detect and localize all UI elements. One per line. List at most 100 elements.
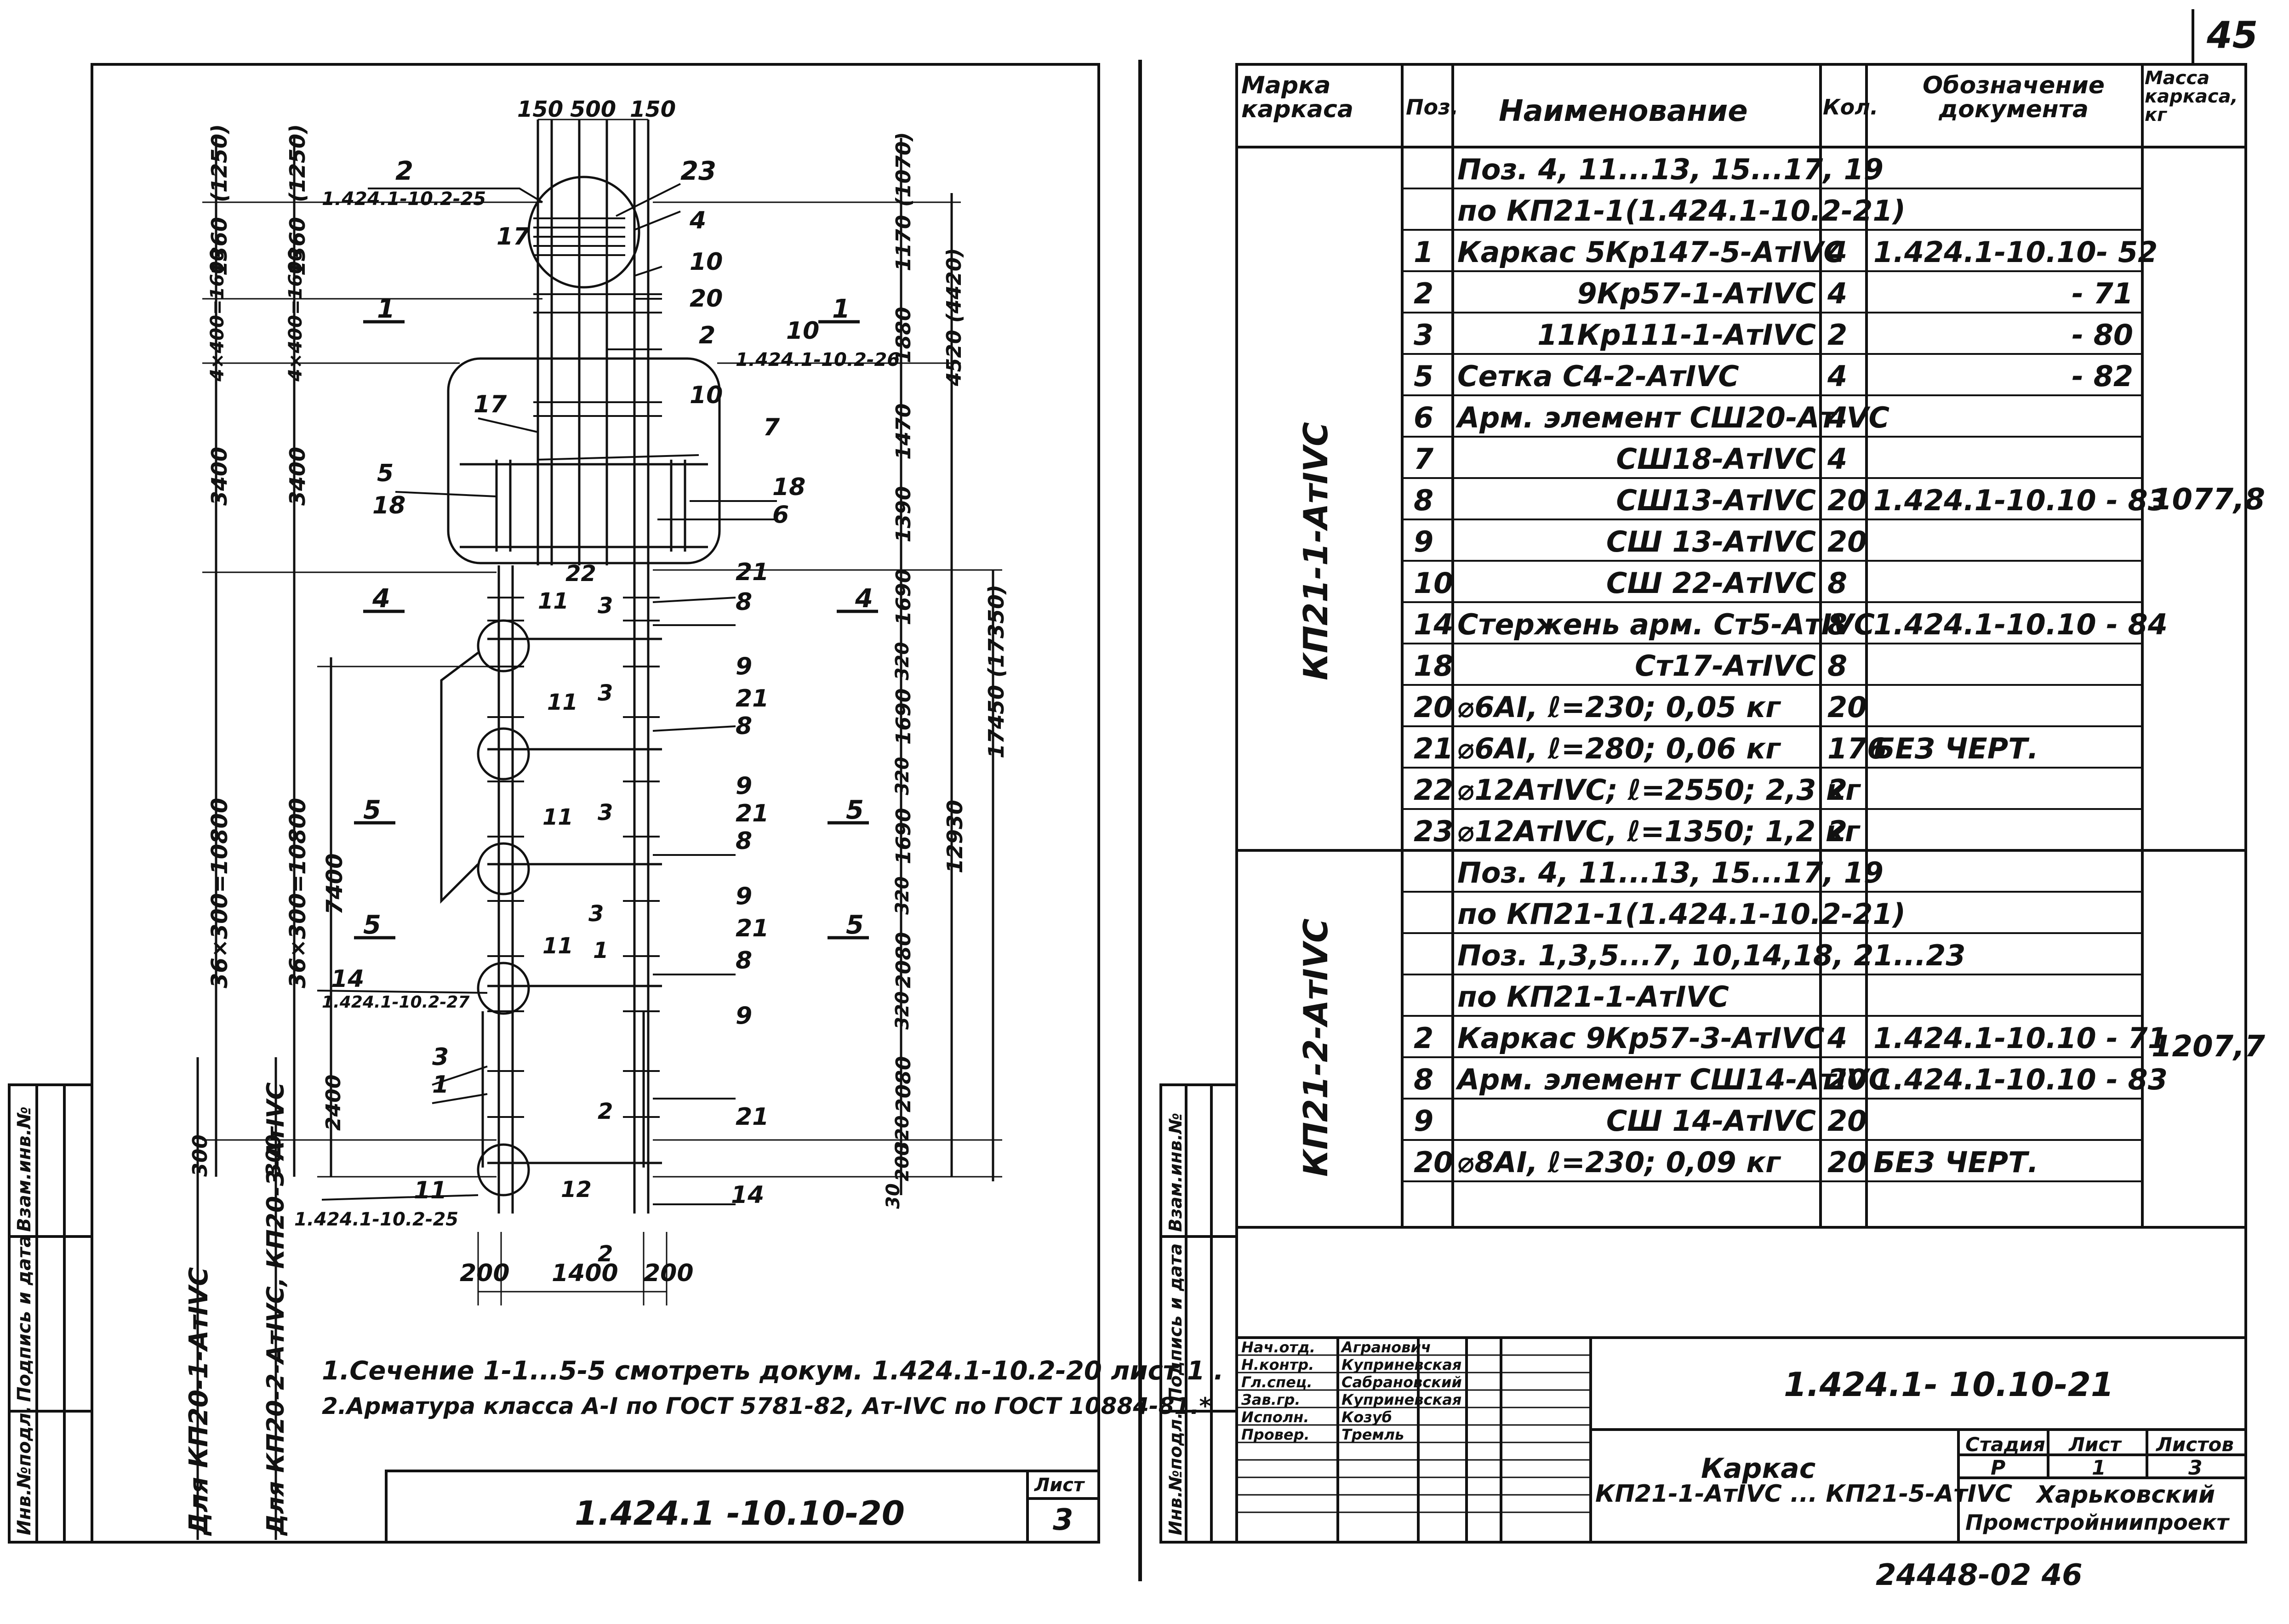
- spec-pos: 21: [1414, 732, 1454, 765]
- callout-3-d: 3: [588, 901, 604, 927]
- callout-2-bottom: 2: [598, 1241, 613, 1267]
- sheet-label: Лист: [2069, 1433, 2121, 1456]
- spec-name: Арм. элемент СШ14-АтIVС: [1457, 1063, 1890, 1096]
- callout-6: 6: [772, 501, 789, 529]
- dim-right-8: 320: [892, 642, 913, 681]
- dim-right-7: 1690: [892, 569, 915, 625]
- dim-left-inner-3: 4×400=1600: [285, 248, 306, 382]
- margin-stamp-replace-left: Взам.инв.№: [14, 1106, 35, 1232]
- callout-21-b: 21: [736, 685, 769, 712]
- callout-4-top: 4: [690, 207, 707, 234]
- note-1: 1.Сечение 1-1...5-5 смотреть докум. 1.42…: [322, 1356, 1224, 1386]
- spec-name: СШ 14-АтIVС: [1606, 1104, 1816, 1138]
- dim-bottom-1: 200: [460, 1259, 510, 1287]
- margin-stamp-sign-left: Подпись и дата: [14, 1235, 35, 1402]
- spec-doc: БЕЗ ЧЕРТ.: [1873, 732, 2038, 765]
- callout-3-c: 3: [598, 800, 613, 826]
- spec-pos: 9: [1414, 525, 1434, 558]
- dim-right-9: 1690: [892, 688, 915, 745]
- spec-name: Поз. 1,3,5...7, 10,14,18, 21...23: [1457, 939, 1966, 972]
- left-sheet-label: Лист: [1034, 1475, 1085, 1496]
- spec-name: 11Кр111-1-АтIVС: [1537, 318, 1816, 352]
- callout-23: 23: [680, 156, 716, 186]
- dim-bottom-2: 1400: [552, 1259, 618, 1287]
- spec-name: Сетка С4-2-АтIVС: [1457, 359, 1739, 393]
- dim-right-10: 320: [892, 757, 913, 796]
- spec-name: по КП21-1(1.424.1-10.2-21): [1457, 897, 1906, 931]
- spec-doc: 1.424.1-10.10- 52: [1873, 235, 2158, 269]
- callout-3-a: 3: [598, 593, 613, 619]
- spec-name: Стержень арм. Ст5-АтIVС: [1457, 608, 1875, 641]
- sheet-value: 1: [2092, 1456, 2106, 1480]
- spec-name: Ст17-АтIVС: [1635, 649, 1816, 683]
- spec-pos: 8: [1414, 1063, 1434, 1096]
- dim-left-outer-4: 3400: [207, 446, 232, 506]
- sheets-label: Листов: [2156, 1433, 2234, 1456]
- spec-name: ⌀12АтIVС; ℓ=2550; 2,3 кг: [1457, 773, 1861, 807]
- spec-qty: 4: [1827, 442, 1848, 476]
- callout-8-b: 8: [736, 712, 753, 740]
- callout-1-a: 1: [593, 938, 609, 963]
- spec-name: СШ 22-АтIVС: [1606, 566, 1816, 600]
- spec-name: СШ 13-АтIVС: [1606, 525, 1816, 558]
- callout-8-a: 8: [736, 588, 753, 616]
- person-role: Гл.спец.: [1241, 1373, 1313, 1391]
- person-name: Куприневская: [1341, 1391, 1462, 1408]
- callout-3-b: 3: [598, 680, 613, 706]
- org-line-2: Промстройниипроект: [1965, 1510, 2229, 1535]
- spec-qty: 176: [1827, 732, 1887, 765]
- callout-9-c: 9: [736, 883, 753, 910]
- callout-22: 22: [565, 561, 596, 587]
- callout-17-top: 17: [497, 223, 530, 251]
- header-doc: Обозначение документа: [1922, 72, 2105, 123]
- dim-right-15: 2080: [892, 1056, 915, 1112]
- callout-10-top: 10: [690, 248, 723, 276]
- callout-9-b: 9: [736, 772, 753, 800]
- margin-stamp-inv-right: Инв.№подл.: [1165, 1412, 1186, 1535]
- person-name: Агранович: [1341, 1339, 1431, 1356]
- margin-stamp-replace-right: Взам.инв.№: [1165, 1112, 1186, 1232]
- person-role: Н.контр.: [1241, 1356, 1314, 1373]
- callout-21-e: 21: [736, 1103, 769, 1131]
- group-mark-kp21-2: КП21-2-АтIVС: [1296, 918, 1335, 1177]
- dim-left-outer-6: 300: [188, 1134, 212, 1177]
- title-line-2: КП21-1-АтIVС ... КП21-5-АтIVС: [1595, 1480, 2013, 1508]
- title-line-1: Каркас: [1701, 1453, 1816, 1485]
- spec-doc: 1.424.1-10.10 - 83: [1873, 484, 2168, 517]
- spec-qty: 2: [1827, 815, 1848, 848]
- spec-name: ⌀12АтIVС, ℓ=1350; 1,2 кг: [1457, 815, 1860, 848]
- dim-right-1: (1070): [892, 132, 915, 207]
- dim-left-inner-4: 3400: [285, 446, 310, 506]
- side-label-kp20-1: Для КП20-1-АтIVС: [184, 1267, 214, 1535]
- callout-11-c: 11: [542, 804, 573, 830]
- spec-pos: 22: [1414, 773, 1454, 807]
- spec-doc: 1.424.1-10.10 - 83: [1873, 1063, 2168, 1096]
- spec-name: СШ18-АтIVС: [1616, 442, 1816, 476]
- callout-8-d: 8: [736, 947, 753, 974]
- spec-name: ⌀8AI, ℓ=230; 0,09 кг: [1457, 1145, 1781, 1179]
- dim-right-4: 4520 (4420): [942, 248, 966, 386]
- header-name: Наименование: [1499, 94, 1748, 128]
- dim-left-inner-5: 36×300=10800: [285, 798, 311, 988]
- spec-pos: 2: [1414, 277, 1434, 310]
- spec-pos: 20: [1414, 690, 1454, 724]
- person-name: Тремль: [1341, 1426, 1404, 1443]
- dim-right-17: 200: [892, 1143, 913, 1182]
- person-name: Сабрановский: [1341, 1373, 1462, 1391]
- callout-5: 5: [377, 460, 394, 487]
- spec-qty: 2: [1827, 318, 1848, 352]
- spec-pos: 2: [1414, 1021, 1434, 1055]
- spec-qty: 20: [1827, 1145, 1867, 1179]
- section-mark-4-left: 4: [372, 584, 390, 614]
- dim-left-inner-7: 2400: [322, 1074, 345, 1131]
- callout-10-mid: 10: [786, 317, 820, 345]
- header-mass: Масса каркаса, кг: [2145, 68, 2238, 125]
- spec-pos: 14: [1414, 608, 1454, 641]
- spec-name: по КП21-1(1.424.1-10.2-21): [1457, 194, 1906, 228]
- dim-top-1: 150: [517, 97, 564, 122]
- dim-right-12: 320: [892, 876, 913, 915]
- spec-pos: 9: [1414, 1104, 1434, 1138]
- spec-name: ⌀6AI, ℓ=230; 0,05 кг: [1457, 690, 1781, 724]
- callout-7: 7: [763, 414, 780, 441]
